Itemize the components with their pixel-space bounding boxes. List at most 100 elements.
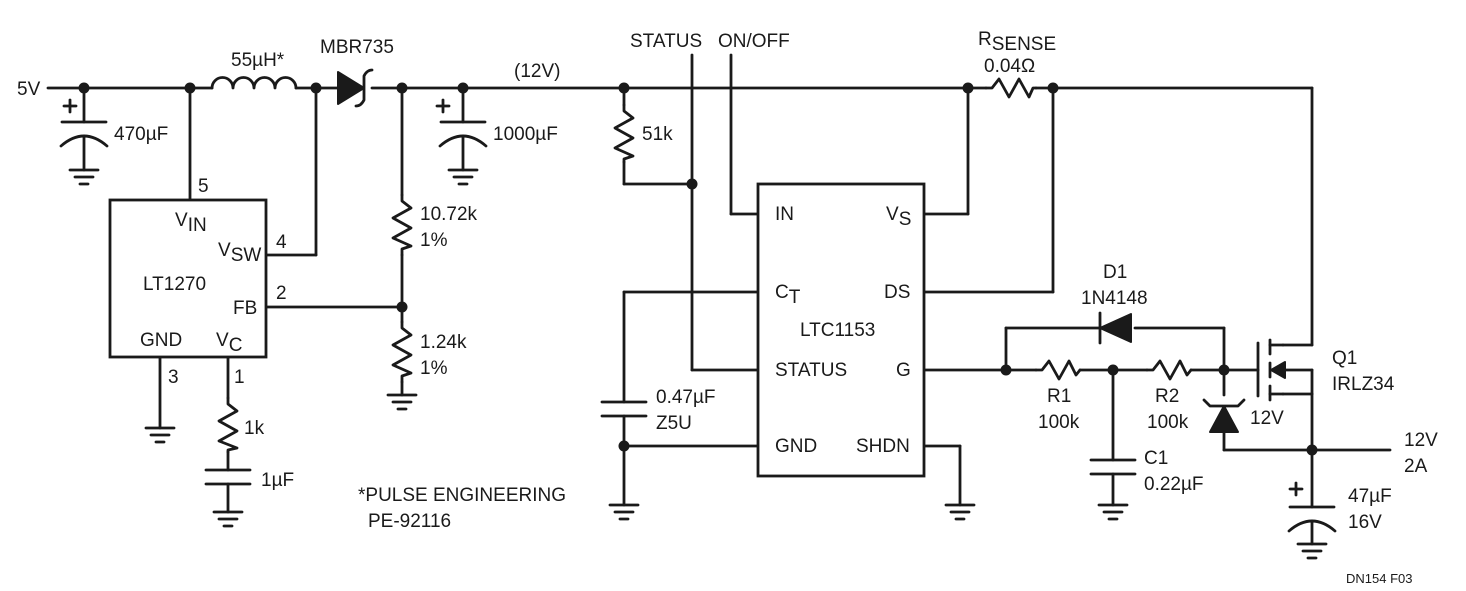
zener-label: 12V (1250, 408, 1284, 429)
mosfet-q1 (1256, 338, 1314, 402)
capacitor-470uf (59, 120, 109, 148)
c-timer-label: 0.47µF (656, 387, 716, 408)
resistor-1k (217, 396, 239, 454)
c-out-voltage-label: 16V (1348, 512, 1382, 533)
capacitor-c1 (1089, 458, 1137, 476)
junction-dot (78, 82, 90, 94)
labels: 5V (12V) STATUS ON/OFF 55µH* MBR735 470µ… (17, 29, 1438, 586)
resistor-51k (613, 103, 635, 164)
polarity-plus-icon (62, 98, 78, 114)
junction-dot (1218, 364, 1230, 376)
r-bottom-tol-label: 1% (420, 358, 448, 379)
c-comp-label: 1µF (261, 470, 294, 491)
ic-ltc1153 (756, 182, 926, 478)
capacitor-1uf (204, 468, 252, 486)
output-current-label: 2A (1404, 456, 1428, 477)
junction-dot (618, 82, 630, 94)
ground-icon (212, 510, 244, 528)
r2-ref-label: R2 (1155, 386, 1179, 407)
capacitor-0-47uf (600, 400, 648, 418)
ltc1153-ds-pin: DS (884, 282, 910, 303)
status-signal-label: STATUS (630, 31, 702, 52)
lt1270-vsw-pin: VSW (218, 240, 261, 266)
junction-dot (1000, 364, 1012, 376)
junction-dot (457, 82, 469, 94)
lt1270-name: LT1270 (143, 274, 206, 295)
q1-part-label: IRLZ34 (1332, 374, 1395, 395)
resistor-r1 (1034, 359, 1082, 381)
c-timer-type-label: Z5U (656, 413, 692, 434)
resistor-10-72k (391, 193, 413, 257)
lt1270-pin-1: 1 (234, 367, 245, 388)
junction-dot (184, 82, 196, 94)
capacitor-1000uf (438, 120, 488, 148)
junction-dot (1306, 444, 1318, 456)
junction-dot (1107, 364, 1119, 376)
r-comp-label: 1k (244, 418, 265, 439)
capacitor-47uf (1287, 505, 1337, 533)
d1-ref-label: D1 (1103, 262, 1127, 283)
d1-part-label: 1N4148 (1081, 288, 1148, 309)
footnote-line2: PE-92116 (368, 511, 451, 532)
resistor-1-24k (391, 320, 413, 384)
footnote-line1: *PULSE ENGINEERING (358, 485, 566, 506)
r-bottom-label: 1.24k (420, 332, 467, 353)
ground-icon (386, 393, 418, 411)
inductor-label: 55µH* (231, 50, 285, 71)
output-voltage-label: 12V (1404, 430, 1438, 451)
polarity-plus-icon (1288, 481, 1304, 497)
rail-label: (12V) (514, 61, 560, 82)
ground-icon (68, 168, 100, 186)
ground-icon (144, 426, 176, 444)
junction-dot (686, 178, 698, 190)
schottky-label: MBR735 (320, 37, 394, 58)
c1-value-label: 0.22µF (1144, 474, 1204, 495)
ground-icon (1296, 542, 1328, 560)
junction-dot (396, 301, 408, 313)
ground-icon (608, 503, 640, 521)
inductor-55uh (210, 76, 298, 90)
ltc1153-ct-pin: CT (775, 282, 801, 308)
lt1270-vc-pin: VC (216, 330, 242, 356)
ltc1153-shdn-pin: SHDN (856, 436, 910, 457)
lt1270-pin-2: 2 (276, 283, 287, 304)
resistor-rsense (984, 77, 1038, 99)
ltc1153-g-pin: G (896, 360, 911, 381)
ground-icon (447, 168, 479, 186)
figure-id: DN154 F03 (1346, 571, 1412, 586)
r-top-label: 10.72k (420, 204, 478, 225)
c1-ref-label: C1 (1144, 448, 1168, 469)
lt1270-vin-pin: VIN (175, 210, 207, 236)
junction-dot (962, 82, 974, 94)
c-out-label: 47µF (1348, 486, 1392, 507)
ltc1153-in-pin: IN (775, 204, 794, 225)
junction-dot (396, 82, 408, 94)
ltc1153-name: LTC1153 (800, 320, 875, 341)
junction-dots (78, 82, 1318, 456)
rsense-label: RSENSE (978, 29, 1056, 55)
r-pullup-label: 51k (642, 124, 673, 145)
r1-ref-label: R1 (1047, 386, 1071, 407)
wires (46, 53, 1392, 546)
lt1270-gnd-pin: GND (140, 330, 182, 351)
resistor-r2 (1145, 359, 1193, 381)
junction-dot (310, 82, 322, 94)
ground-icon (1097, 503, 1129, 521)
r2-value-label: 100k (1147, 412, 1189, 433)
polarity-plus-icon (435, 98, 451, 114)
schottky-diode-mbr735 (337, 68, 374, 108)
zener-diode-12v (1202, 398, 1246, 433)
r-top-tol-label: 1% (420, 230, 448, 251)
r1-value-label: 100k (1038, 412, 1080, 433)
vin-label: 5V (17, 79, 41, 100)
q1-ref-label: Q1 (1332, 348, 1357, 369)
ltc1153-status-pin: STATUS (775, 360, 847, 381)
rsense-value-label: 0.04Ω (984, 56, 1035, 77)
ground-icon (944, 503, 976, 521)
junction-dot (1047, 82, 1059, 94)
ltc1153-gnd-pin: GND (775, 436, 817, 457)
c-bulk-label: 1000µF (493, 124, 558, 145)
junction-dot (618, 440, 630, 452)
lt1270-pin-5: 5 (198, 176, 209, 197)
